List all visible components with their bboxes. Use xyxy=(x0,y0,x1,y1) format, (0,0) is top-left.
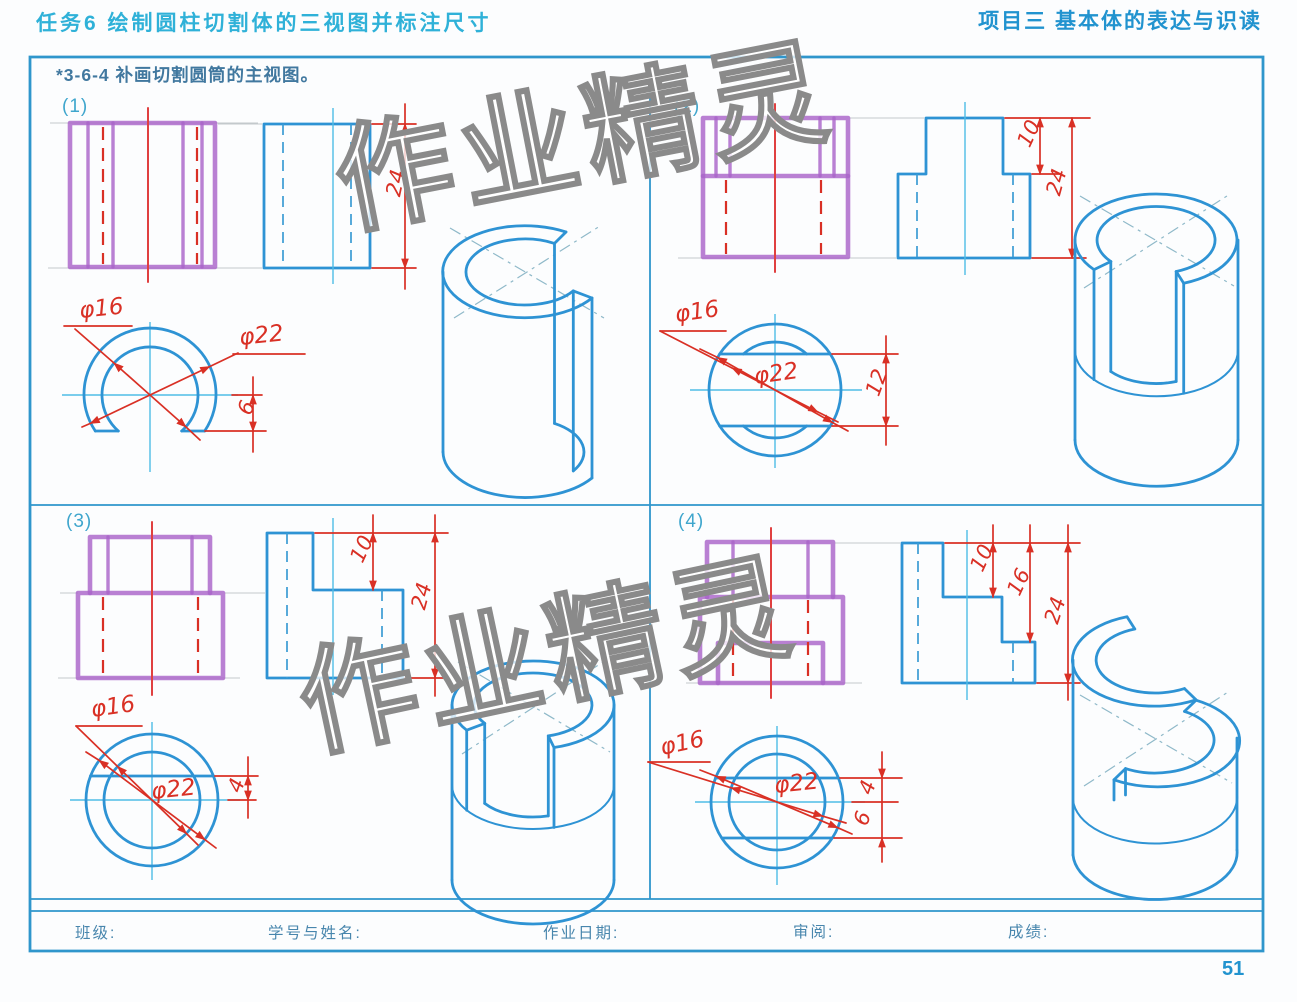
footer-grade-label: 成绩: xyxy=(1008,923,1049,941)
q2-side-view: 10 24 xyxy=(896,102,1091,275)
q3-height-dim-label: 24 xyxy=(406,580,436,612)
q4-height-dim-label: 24 xyxy=(1040,594,1071,627)
q4-front-view-hand-drawn xyxy=(697,527,846,699)
q3-front-view-hand-drawn xyxy=(75,521,226,696)
q2-top-view-circle: 12 φ16 φ22 xyxy=(659,296,899,468)
q3-phi-inner-label: φ16 xyxy=(89,691,137,723)
page-title-right: 项目三 基本体的表达与识读 xyxy=(978,9,1262,33)
page-number: 51 xyxy=(1222,958,1244,980)
q4-label: (4) xyxy=(678,511,704,532)
q1-phi-inner-label: φ16 xyxy=(78,293,125,324)
footer-class-label: 班级: xyxy=(75,924,116,942)
footer-date-label: 作业日期: xyxy=(543,924,619,942)
q1-cut-dim-label: 6 xyxy=(233,397,260,418)
q1-side-view: 24 xyxy=(262,103,417,290)
q4-side-view: 10 16 24 xyxy=(900,524,1081,701)
q3-phi-outer-label: φ22 xyxy=(150,774,197,805)
footer-student-label: 学号与姓名: xyxy=(268,924,362,942)
exercise-subtitle: *3-6-4 补画切割圆筒的主视图。 xyxy=(56,65,319,85)
q1-top-view-circle: φ16 φ22 6 xyxy=(62,293,306,472)
q2-phi-outer-label: φ22 xyxy=(752,358,800,390)
q4-phi-inner-label: φ16 xyxy=(658,726,707,761)
q2-height-dim-label: 24 xyxy=(1041,166,1071,198)
q2-label: (2) xyxy=(674,96,700,117)
q3-top-view-circle: 4 φ16 φ22 xyxy=(70,691,259,880)
q4-isometric-view xyxy=(1071,615,1242,901)
q1-isometric-view xyxy=(441,224,605,499)
q3-label: (3) xyxy=(66,511,92,532)
q2-front-view-hand-drawn xyxy=(700,103,851,273)
q4-top-view-circle: 4 6 φ16 φ22 xyxy=(647,726,903,885)
q4-phi-outer-label: φ22 xyxy=(773,768,820,799)
q1-label: (1) xyxy=(62,96,88,117)
q4-cut-top-dim-label: 4 xyxy=(854,777,881,798)
worksheet-frame xyxy=(28,55,1265,953)
footer-review-label: 审阅: xyxy=(793,923,834,941)
page-title-left: 任务6 绘制圆柱切割体的三视图并标注尺寸 xyxy=(35,11,492,35)
q4-cut-bottom-dim-label: 6 xyxy=(849,808,876,829)
watermark-text: 作业精灵 xyxy=(325,25,845,251)
q1-phi-outer-label: φ22 xyxy=(238,320,285,351)
quadrant-1-drawing: (1) 24 xyxy=(48,96,605,499)
q2-isometric-view xyxy=(1073,192,1240,488)
q1-front-view-hand-drawn xyxy=(67,107,218,283)
q2-slot-dim-label: 12 xyxy=(861,366,893,399)
q3-cut-dim-label: 4 xyxy=(223,775,250,796)
q3-isometric-view xyxy=(450,659,616,926)
quadrant-4-drawing: (4) 10 16 24 xyxy=(647,511,1242,901)
footer-row: 班级: 学号与姓名: 作业日期: 审阅: 成绩: xyxy=(75,923,1049,942)
q2-phi-inner-label: φ16 xyxy=(673,296,721,328)
quadrant-2-drawing: (2) 10 24 1 xyxy=(659,96,1240,488)
q1-height-dim-label: 24 xyxy=(381,167,410,198)
